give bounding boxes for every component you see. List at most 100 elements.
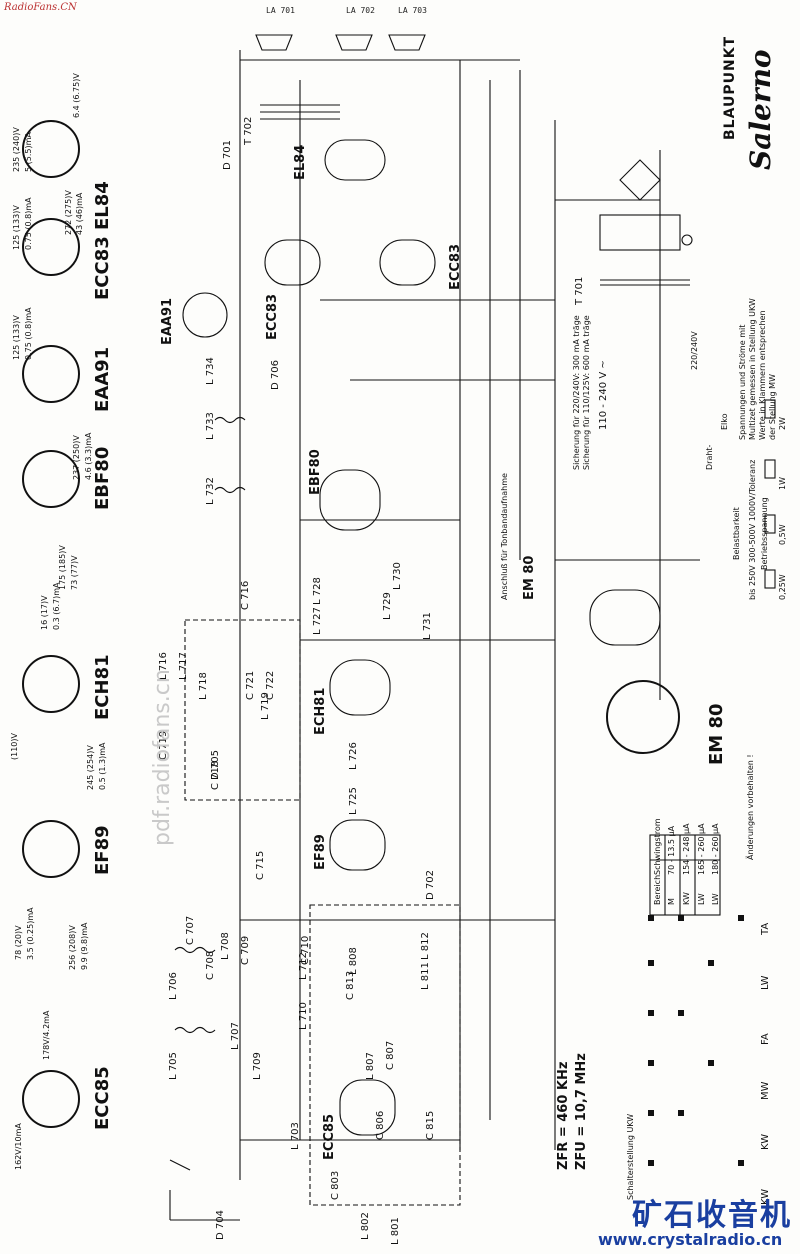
- footer-url: www.crystalradio.cn: [598, 1230, 783, 1249]
- pinout-ech81-v2: 0.3 (6.7)mA: [52, 582, 61, 631]
- legend-line1: bis 250V 300-500V 1000V/Toleranz: [748, 459, 757, 600]
- speaker-la703: LA 703: [398, 6, 427, 15]
- switch-pos-ta: TA: [760, 922, 771, 935]
- legend-res-05: 0,5W: [778, 524, 787, 545]
- pinout-circle-ef89: [22, 820, 80, 878]
- component-l708: L 708: [220, 932, 231, 960]
- legend-title: Betriebsspannung: [760, 497, 769, 570]
- component-l734: L 734: [205, 357, 216, 385]
- speaker-la702: LA 702: [346, 6, 375, 15]
- component-l710: L 710: [298, 1002, 309, 1030]
- switch-pos-fa: FA: [760, 1033, 771, 1045]
- component-l731: L 731: [422, 612, 433, 640]
- mains-voltage: 110 - 240 V ~: [598, 360, 609, 430]
- component-l729: L 729: [382, 592, 393, 620]
- pinout-ef89-v1: 78 (20)V: [14, 925, 23, 960]
- em80-pinout-circle: [606, 680, 680, 754]
- component-c806: C 806: [375, 1110, 386, 1140]
- component-c709: C 709: [240, 935, 251, 965]
- component-c807: C 807: [385, 1040, 396, 1070]
- component-d702: D 702: [425, 870, 436, 900]
- component-l707: L 707: [230, 1022, 241, 1050]
- tube-label-ecc85: ECC85: [322, 1113, 337, 1160]
- brand-label: BLAUPUNKT: [722, 35, 738, 140]
- pinout-label-ech81: ECH81: [92, 654, 113, 720]
- if-freq-am: ZFR = 460 KHz: [556, 1061, 571, 1170]
- component-l801: L 801: [390, 1217, 401, 1245]
- component-c815: C 815: [425, 1110, 436, 1140]
- component-c710: C 710: [300, 935, 311, 965]
- component-l733: L 733: [205, 412, 216, 440]
- tube-label-ef89: EF89: [313, 834, 328, 870]
- band-table-r3c0: LW: [711, 893, 720, 905]
- tube-label-ecc83-a: ECC83: [265, 293, 280, 340]
- pinout-circle-el84: [22, 120, 80, 178]
- tube-label-ecc83-b: ECC83: [448, 243, 463, 290]
- pinout-ech81-v5: 0.5 (1.3)mA: [98, 742, 107, 791]
- pinout-el84-v1: 6.4 (6.75)V: [72, 73, 81, 118]
- component-l703: L 703: [290, 1122, 301, 1150]
- pinout-circle-eaa91: [22, 345, 80, 403]
- component-c708: C 708: [205, 950, 216, 980]
- tube-label-eaa91: EAA91: [160, 297, 175, 345]
- legend-elko: Elko: [720, 413, 729, 430]
- pinout-ecc85-v1: 178V/4.2mA: [42, 1010, 51, 1060]
- component-l725: L 725: [348, 787, 359, 815]
- pinout-eaa91-v1: 125 (133)V: [12, 315, 21, 360]
- band-table-r3c1: 180 - 260 μA: [711, 823, 720, 875]
- pinout-label-eaa91: EAA91: [92, 346, 113, 412]
- tape-connector-note: Anschluß für Tonbandaufnahme: [500, 473, 509, 600]
- component-l709: L 709: [252, 1052, 263, 1080]
- component-c813: C 813: [345, 970, 356, 1000]
- component-l705: L 705: [168, 1052, 179, 1080]
- speaker-la701: LA 701: [266, 6, 295, 15]
- component-l726: L 726: [348, 742, 359, 770]
- band-table-r1c1: 154 - 248 μA: [682, 823, 691, 875]
- pinout-ech81-v1: 16 (17)V: [40, 595, 49, 630]
- component-c803: C 803: [330, 1170, 341, 1200]
- note-3: Werte in Klammern entsprechen: [758, 310, 767, 440]
- legend-wire: Draht-: [705, 444, 714, 470]
- tube-label-el84: EL84: [293, 144, 308, 180]
- legend-res-2: 2W: [778, 417, 787, 430]
- pinout-ecc83-v4: 43 (46)mA: [75, 192, 84, 235]
- switch-pos-mw: MW: [760, 1081, 771, 1100]
- pinout-ech81-v3: (110)V: [10, 733, 19, 760]
- pinout-ef89-v2: 3.5 (0.25)mA: [26, 907, 35, 960]
- pinout-el84-v2: 235 (240)V: [12, 127, 21, 172]
- component-l811: L 811: [420, 962, 431, 990]
- note-4: der Stellung MW: [768, 374, 777, 440]
- transformer-t701: T 701: [574, 276, 585, 305]
- component-c722: C 722: [265, 670, 276, 700]
- component-l807: L 807: [365, 1052, 376, 1080]
- pinout-ebf80-v4: 73 (77)V: [70, 555, 79, 590]
- component-l812: L 812: [420, 932, 431, 960]
- footer-logo: 矿石收音机: [632, 1198, 792, 1233]
- component-l717: L 717: [178, 652, 189, 680]
- component-l718: L 718: [198, 672, 209, 700]
- pinout-ef89-v3: 256 (208)V: [68, 925, 77, 970]
- pinout-circle-ecc85: [22, 1070, 80, 1128]
- pinout-ecc85-v2: 162V/10mA: [14, 1123, 23, 1170]
- tube-label-em80: EM 80: [522, 555, 537, 600]
- switch-heading: Schalterstellung UKW: [626, 1113, 635, 1200]
- watermark-mid: pdf.radiofans.cn: [150, 669, 175, 846]
- legend-res-025: 0,25W: [778, 574, 787, 600]
- component-d701: D 701: [222, 140, 233, 170]
- pinout-ech81-v4: 245 (254)V: [86, 745, 95, 790]
- component-l802: L 802: [360, 1212, 371, 1240]
- pinout-circle-ech81: [22, 655, 80, 713]
- pinout-circle-ecc83: [22, 218, 80, 276]
- band-table-r0c0: M: [667, 898, 676, 905]
- band-table-header-1: Schwingstrom: [653, 818, 662, 875]
- pinout-label-ebf80: EBF80: [92, 446, 113, 510]
- switch-pos-kw2: KW: [760, 1133, 771, 1150]
- component-l727: L 727: [312, 607, 323, 635]
- legend-res-1: 1W: [778, 477, 787, 490]
- note-1: Spannungen und Ströme mit: [738, 324, 747, 440]
- tube-label-ebf80: EBF80: [308, 449, 323, 495]
- component-d704: D 704: [215, 1210, 226, 1240]
- pinout-label-ef89: EF89: [92, 825, 113, 875]
- switch-pos-lw: LW: [760, 975, 771, 990]
